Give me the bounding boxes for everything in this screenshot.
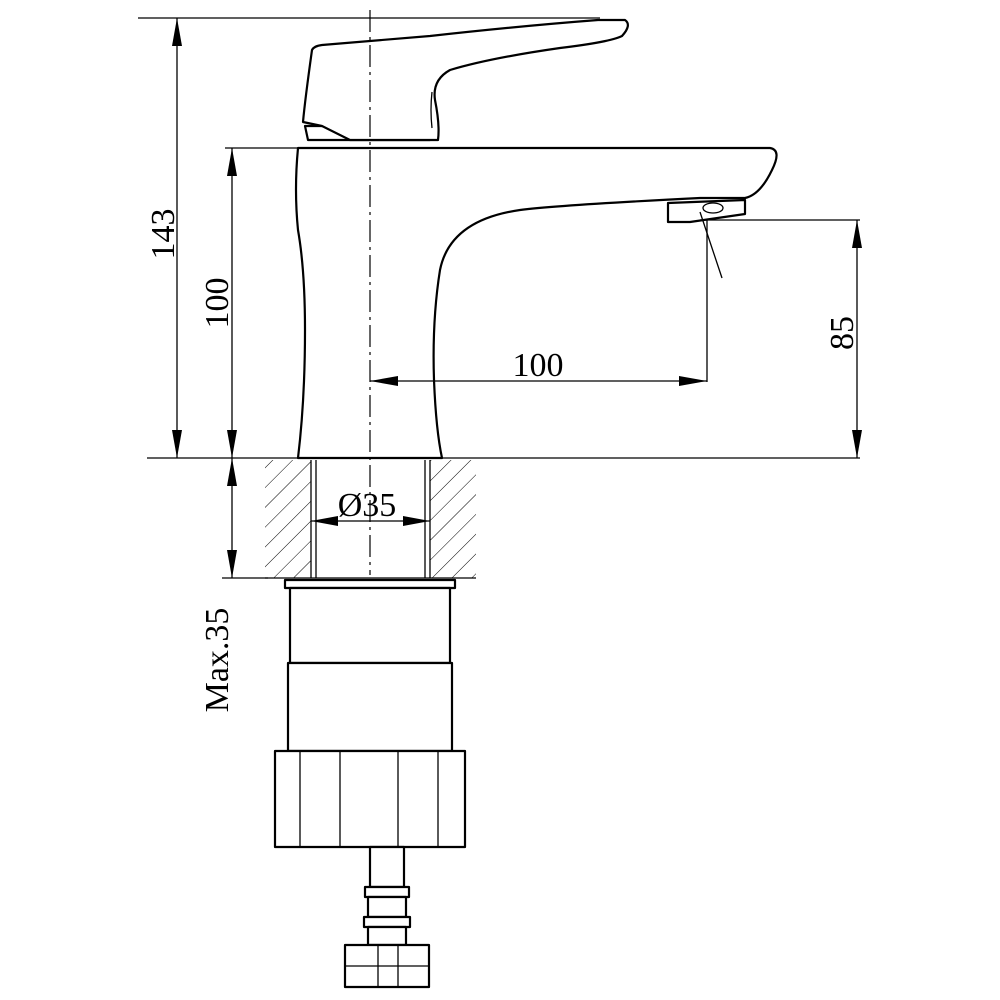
dim-hole-diameter: Ø35 [338,487,397,524]
dim-body-height: 100 [199,278,236,329]
mounting-assembly [273,578,467,989]
dim-max-deck-thickness: Max.35 [199,608,236,713]
dim-total-height: 143 [145,209,182,260]
dimension-lines [138,17,862,579]
dim-spout-reach: 100 [513,347,564,384]
deck-section [147,457,860,579]
dim-spout-height: 85 [824,316,861,350]
faucet-outline [294,18,778,460]
